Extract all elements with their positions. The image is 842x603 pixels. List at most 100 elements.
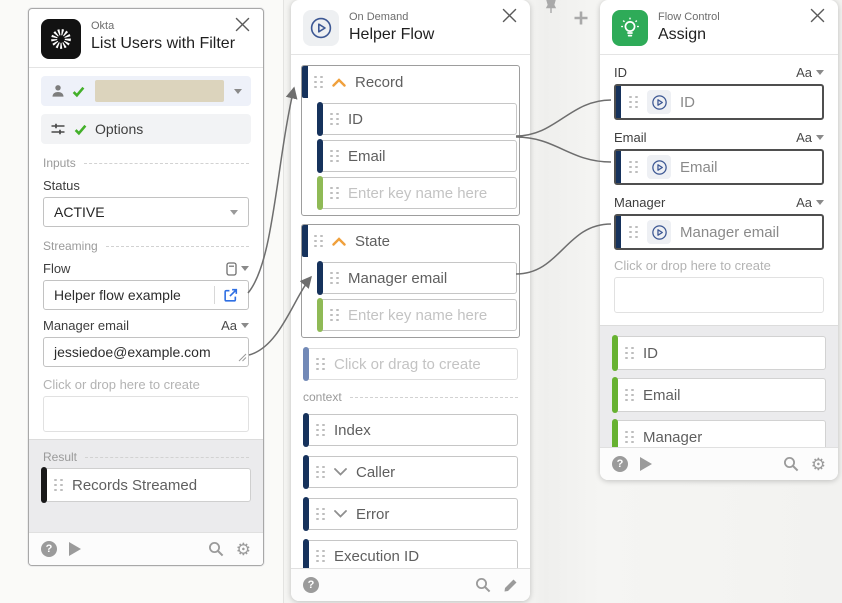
- state-group: State Manager email Enter key name here: [301, 224, 520, 338]
- help-icon[interactable]: ?: [41, 541, 57, 557]
- close-icon[interactable]: [502, 8, 520, 26]
- create-input-pill[interactable]: Click or drag to create: [303, 347, 518, 381]
- result-section: Result Records Streamed ? ⚙: [29, 439, 263, 565]
- drag-grip-icon[interactable]: [314, 75, 323, 89]
- status-select[interactable]: ACTIVE: [43, 197, 249, 227]
- connection-id-to-assign-id: [515, 99, 612, 137]
- drag-grip-icon[interactable]: [629, 95, 638, 109]
- chevron-down-icon[interactable]: [334, 468, 347, 476]
- record-id-pill[interactable]: ID: [317, 102, 517, 136]
- drag-grip-icon[interactable]: [629, 225, 638, 239]
- context-index-pill[interactable]: Index: [303, 413, 518, 447]
- resize-handle-icon[interactable]: [238, 349, 247, 365]
- drag-grip-icon[interactable]: [625, 346, 634, 360]
- type-selector[interactable]: Aa: [796, 65, 824, 80]
- connection-manageremail-to-assign-manager: [515, 223, 612, 275]
- drag-grip-icon[interactable]: [314, 234, 323, 248]
- state-manager-email-pill[interactable]: Manager email: [317, 261, 517, 295]
- id-input[interactable]: ID: [614, 84, 824, 120]
- context-caller-pill[interactable]: Caller: [303, 455, 518, 489]
- flow-type-selector[interactable]: [226, 261, 249, 276]
- drop-zone[interactable]: [614, 277, 824, 313]
- record-group: Record ID Email Enter key name here: [301, 65, 520, 216]
- drag-grip-icon[interactable]: [629, 160, 638, 174]
- help-icon[interactable]: ?: [612, 456, 628, 472]
- search-icon[interactable]: [208, 541, 224, 557]
- on-demand-play-icon: [303, 10, 339, 46]
- canvas-column-divider: [283, 0, 284, 603]
- add-card-icon[interactable]: [573, 10, 589, 31]
- record-email-pill[interactable]: Email: [317, 139, 517, 173]
- card-header: Okta List Users with Filter: [29, 9, 263, 68]
- pill-bar: [303, 455, 309, 489]
- manager-input[interactable]: Manager email: [614, 214, 824, 250]
- record-group-header[interactable]: Record: [302, 66, 519, 98]
- drag-grip-icon[interactable]: [330, 308, 339, 322]
- options-row[interactable]: Options: [41, 114, 251, 144]
- gear-icon[interactable]: ⚙: [810, 454, 826, 474]
- edit-pencil-icon[interactable]: [503, 578, 518, 593]
- gear-icon[interactable]: ⚙: [235, 539, 251, 559]
- drag-grip-icon[interactable]: [330, 149, 339, 163]
- help-icon[interactable]: ?: [303, 577, 319, 593]
- account-selector[interactable]: [41, 76, 251, 106]
- pill-bar: [317, 261, 323, 295]
- type-selector[interactable]: Aa: [796, 195, 824, 210]
- group-bar: [302, 66, 308, 98]
- chevron-down-icon[interactable]: [334, 510, 347, 518]
- check-icon: [72, 85, 85, 98]
- drop-zone[interactable]: [43, 396, 249, 432]
- flow-output-play-icon: [647, 155, 671, 179]
- pin-icon[interactable]: [543, 0, 559, 23]
- drag-grip-icon[interactable]: [54, 478, 63, 492]
- drag-grip-icon[interactable]: [330, 112, 339, 126]
- type-selector[interactable]: Aa: [796, 130, 824, 145]
- drag-grip-icon[interactable]: [316, 423, 325, 437]
- search-icon[interactable]: [783, 456, 799, 472]
- assign-card[interactable]: Flow Control Assign ID Aa ID Email Aa: [600, 0, 838, 480]
- pill-bar: [317, 298, 323, 332]
- chevron-up-icon[interactable]: [332, 236, 346, 246]
- drag-grip-icon[interactable]: [316, 357, 325, 371]
- okta-list-users-card[interactable]: Okta List Users with Filter Options Inpu…: [28, 8, 264, 566]
- helper-flow-card[interactable]: On Demand Helper Flow Record ID Email: [291, 0, 530, 601]
- drag-grip-icon[interactable]: [330, 186, 339, 200]
- card-title: List Users with Filter: [91, 35, 236, 53]
- context-error-pill[interactable]: Error: [303, 497, 518, 531]
- records-streamed-pill[interactable]: Records Streamed: [41, 467, 251, 503]
- chevron-down-icon: [816, 135, 824, 140]
- output-id-pill[interactable]: ID: [612, 335, 826, 371]
- app-name: Okta: [91, 20, 115, 32]
- drag-grip-icon[interactable]: [625, 388, 634, 402]
- flow-field-label: Flow: [43, 261, 249, 276]
- chevron-down-icon: [241, 323, 249, 328]
- output-email-pill[interactable]: Email: [612, 377, 826, 413]
- pill-bar: [612, 377, 618, 413]
- pill-bar: [303, 347, 309, 381]
- drag-grip-icon[interactable]: [625, 430, 634, 444]
- test-play-icon[interactable]: [640, 457, 652, 471]
- chevron-down-icon: [230, 209, 238, 215]
- drag-grip-icon[interactable]: [316, 465, 325, 479]
- email-input[interactable]: Email: [614, 149, 824, 185]
- manager-email-input[interactable]: jessiedoe@example.com: [43, 337, 249, 367]
- state-group-header[interactable]: State: [302, 225, 519, 257]
- card-header: Flow Control Assign: [600, 0, 838, 55]
- context-execution-id-pill[interactable]: Execution ID: [303, 539, 518, 573]
- chevron-up-icon[interactable]: [332, 77, 346, 87]
- new-key-input[interactable]: Enter key name here: [317, 176, 517, 210]
- test-play-icon[interactable]: [69, 542, 81, 556]
- external-link-icon[interactable]: [223, 288, 238, 303]
- drag-grip-icon[interactable]: [316, 507, 325, 521]
- type-selector[interactable]: Aa: [221, 318, 249, 333]
- close-icon[interactable]: [810, 8, 828, 26]
- chevron-down-icon: [234, 88, 242, 94]
- pill-bar: [41, 467, 47, 503]
- drag-grip-icon[interactable]: [316, 549, 325, 563]
- flow-input[interactable]: Helper flow example: [43, 280, 249, 310]
- new-key-input[interactable]: Enter key name here: [317, 298, 517, 332]
- search-icon[interactable]: [475, 577, 491, 593]
- close-icon[interactable]: [235, 17, 253, 35]
- manager-field-label: Manager Aa: [614, 195, 824, 210]
- drag-grip-icon[interactable]: [330, 271, 339, 285]
